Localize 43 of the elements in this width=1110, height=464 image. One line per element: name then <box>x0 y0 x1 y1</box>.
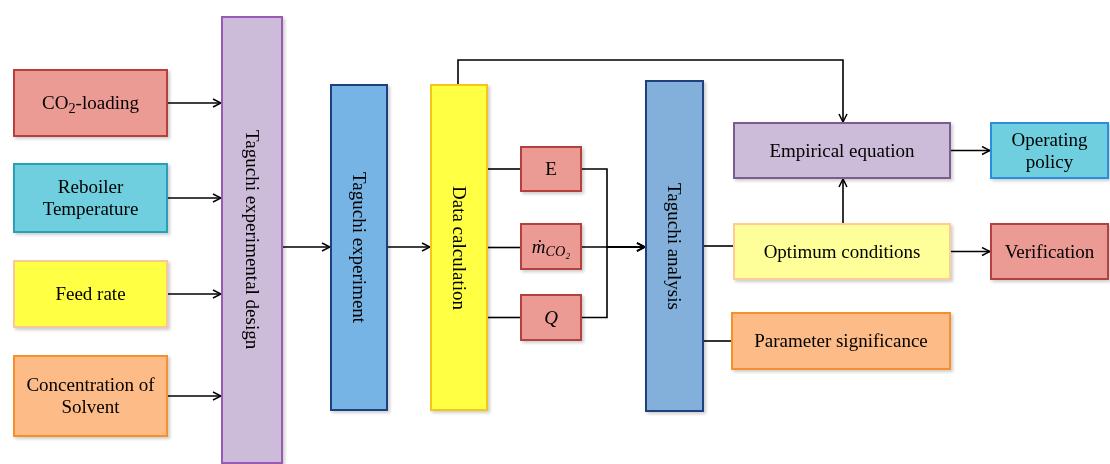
node-label: Empirical equation <box>768 139 916 162</box>
arrow <box>282 242 331 252</box>
arrow <box>950 246 991 257</box>
result-box <box>990 223 1109 280</box>
process-bar <box>430 84 488 411</box>
arrow <box>167 391 222 401</box>
result-box <box>733 223 951 280</box>
output-box <box>520 223 582 270</box>
node-label: Feed rate <box>54 283 127 305</box>
arrow <box>838 178 848 224</box>
process-bar <box>221 16 283 464</box>
process-bar <box>330 84 388 411</box>
node-label: CO$_{2}$-loading <box>41 92 140 114</box>
result-box <box>733 122 951 179</box>
arrow <box>457 59 848 123</box>
arrow <box>387 242 431 252</box>
arrow <box>167 193 222 203</box>
result-box <box>731 312 951 370</box>
node-label: Reboiler Temperature <box>41 176 140 220</box>
arrow <box>167 98 222 108</box>
node-label: Operating policy <box>1010 128 1089 173</box>
node-label: Taguchi experiment <box>348 171 370 324</box>
result-box <box>990 122 1109 179</box>
node-label: Q <box>543 306 559 329</box>
output-box <box>520 294 582 341</box>
node-label: Concentration of Solvent <box>25 374 156 418</box>
node-label: Data calculation <box>448 185 470 310</box>
arrow <box>167 289 222 299</box>
node-label: E <box>544 158 558 180</box>
node-label: Verification <box>1003 240 1096 263</box>
arrow <box>950 145 991 156</box>
input-box <box>13 260 168 328</box>
input-box <box>13 163 168 233</box>
node-label: ṁ$_{CO₂}$ <box>530 235 572 258</box>
arrow <box>581 242 646 319</box>
node-label: Parameter significance <box>753 330 929 352</box>
input-box <box>13 355 168 437</box>
node-label: Taguchi experimental design <box>241 130 263 350</box>
input-box <box>13 69 168 137</box>
node-label: Taguchi analysis <box>663 182 686 310</box>
process-bar <box>645 80 704 412</box>
output-box <box>520 146 582 192</box>
node-label: Optimum conditions <box>762 240 922 263</box>
